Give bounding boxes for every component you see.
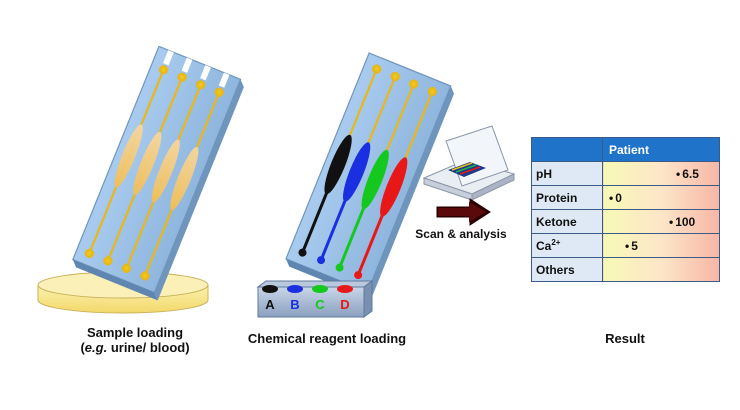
reagent-well-a: A bbox=[262, 285, 278, 312]
scan-analysis-label: Scan & analysis bbox=[415, 227, 507, 241]
sample-loading-eg: e.g. bbox=[84, 340, 108, 355]
row-label-ketone: Ketone bbox=[531, 209, 603, 234]
sample-blobs bbox=[114, 124, 199, 211]
row-label-protein: Protein bbox=[531, 185, 603, 210]
row-value-others bbox=[602, 257, 720, 282]
reagent-fill-black bbox=[298, 134, 352, 257]
row-value-ketone: 100 bbox=[602, 209, 720, 234]
sample-loading-line2: (e.g. urine/ blood) bbox=[60, 340, 210, 355]
result-caption: Result bbox=[605, 331, 645, 346]
table-row: Ketone 100 bbox=[531, 209, 720, 234]
reagent-well-label: C bbox=[315, 297, 325, 312]
reagent-well-b: B bbox=[287, 285, 303, 312]
reagent-well-label: A bbox=[265, 297, 275, 312]
reagent-fill-green bbox=[335, 149, 389, 272]
reagent-well-c: C bbox=[312, 285, 328, 312]
value-marker: 100 bbox=[669, 215, 695, 229]
reagent-chip bbox=[285, 52, 455, 300]
row-value-protein: 0 bbox=[602, 185, 720, 210]
table-row: pH 6.5 bbox=[531, 161, 720, 186]
row-label-calcium: Ca2+ bbox=[531, 233, 603, 258]
result-table: Patient pH 6.5 Protein 0 Ketone 100 Ca2+… bbox=[531, 137, 720, 282]
result-header-blank bbox=[531, 137, 603, 162]
table-row: Others bbox=[531, 257, 720, 282]
sample-loading-paren: ( bbox=[80, 340, 85, 355]
row-value-ph: 6.5 bbox=[602, 161, 720, 186]
row-label-ph: pH bbox=[531, 161, 603, 186]
sample-loading-group bbox=[37, 45, 244, 314]
reagent-well-label: D bbox=[340, 297, 349, 312]
reagent-well-label: B bbox=[290, 297, 299, 312]
sample-loading-example: urine/ blood) bbox=[107, 340, 190, 355]
value-marker: 0 bbox=[609, 191, 622, 205]
result-header-patient: Patient bbox=[602, 137, 720, 162]
reagent-well-d: D bbox=[337, 285, 353, 312]
calcium-charge: 2+ bbox=[551, 238, 561, 247]
sample-loading-line1: Sample loading bbox=[86, 325, 184, 340]
sample-chip bbox=[72, 45, 244, 301]
table-row: Protein 0 bbox=[531, 185, 720, 210]
table-row: Ca2+ 5 bbox=[531, 233, 720, 258]
right-arrow-icon bbox=[436, 198, 491, 226]
calcium-symbol: Ca bbox=[536, 239, 552, 253]
value-marker: 5 bbox=[625, 239, 638, 253]
reagent-fill-blue bbox=[317, 142, 371, 265]
scanner-icon bbox=[422, 125, 516, 201]
value-marker: 6.5 bbox=[676, 167, 699, 181]
reagent-fill-red bbox=[354, 157, 408, 280]
row-label-others: Others bbox=[531, 257, 603, 282]
reagent-channels-top bbox=[346, 64, 437, 165]
row-value-calcium: 5 bbox=[602, 233, 720, 258]
sample-loading-caption: Sample loading (e.g. urine/ blood) bbox=[60, 325, 210, 355]
reagent-loading-caption: Chemical reagent loading bbox=[247, 331, 407, 346]
result-table-header-row: Patient bbox=[531, 137, 720, 162]
